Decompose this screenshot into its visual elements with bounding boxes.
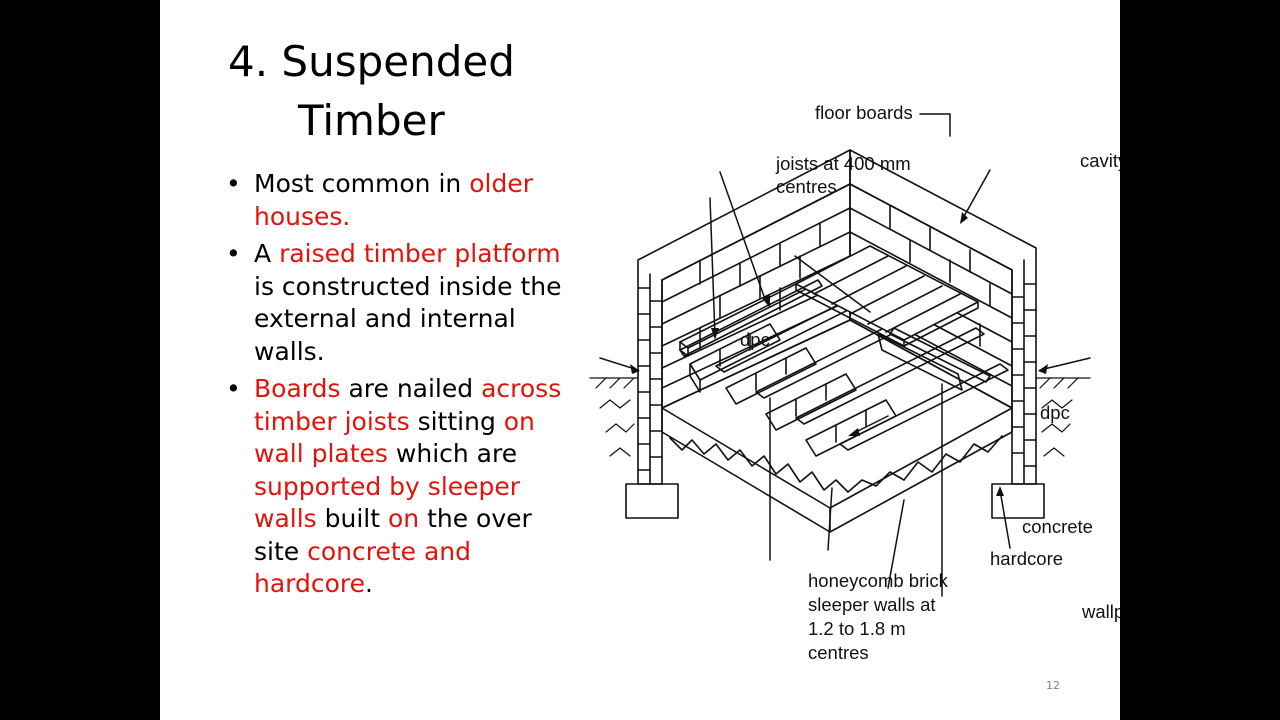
bullet-item: A raised timber platform is constructed … bbox=[220, 238, 570, 368]
wall-plates bbox=[679, 279, 991, 383]
title-line-1: 4. Suspended bbox=[228, 37, 515, 86]
emphasis-text: supported by sleeper walls bbox=[254, 471, 521, 534]
label-floor-boards: floor boards bbox=[815, 102, 913, 123]
slide-title: 4. Suspended Timber bbox=[228, 32, 515, 150]
bullet-text: A bbox=[254, 239, 280, 268]
bullet-text: Most common in bbox=[254, 169, 470, 198]
bullet-item: Most common in older houses. bbox=[220, 168, 570, 233]
ground-hatch bbox=[589, 377, 1091, 457]
slide: 4. Suspended Timber Most common in older… bbox=[160, 0, 1120, 720]
arrowheads bbox=[630, 212, 1048, 496]
bullet-item: Boards are nailed across timber joists s… bbox=[220, 373, 570, 601]
emphasis-text: on bbox=[388, 504, 420, 533]
bullet-text: built bbox=[316, 504, 388, 533]
bullet-text: which are bbox=[387, 439, 518, 468]
emphasis-text: on wall plates bbox=[254, 406, 535, 469]
label-concrete: concrete bbox=[1022, 516, 1093, 537]
label-joists-line2: centres bbox=[776, 176, 837, 197]
leader-lines bbox=[599, 113, 1091, 597]
suspended-timber-floor-diagram: floor boards joists at 400 mm centres ca… bbox=[589, 102, 1120, 663]
diagram-labels: floor boards joists at 400 mm centres ca… bbox=[740, 102, 1120, 663]
label-honeycomb-line1: honeycomb brick bbox=[808, 570, 949, 591]
bullet-text: are nailed bbox=[340, 374, 482, 403]
emphasis-text: older houses. bbox=[254, 169, 533, 231]
label-hardcore: hardcore bbox=[990, 548, 1063, 569]
page-number: 12 bbox=[1046, 679, 1060, 692]
bullet-text: . bbox=[365, 569, 373, 598]
bullet-list: Most common in older houses.A raised tim… bbox=[220, 168, 570, 606]
label-joists-line1: joists at 400 mm bbox=[775, 153, 911, 174]
label-dpc-inner: dpc bbox=[1040, 402, 1070, 423]
right-strip-foundation bbox=[991, 483, 1045, 519]
bullet-text: is constructed inside the external and i… bbox=[254, 271, 562, 366]
left-strip-foundation bbox=[625, 483, 679, 519]
emphasis-text: Boards bbox=[254, 374, 341, 403]
sleeper-walls bbox=[689, 323, 963, 457]
label-honeycomb-line2: sleeper walls at bbox=[808, 594, 936, 615]
emphasis-text: concrete and hardcore bbox=[254, 536, 472, 599]
emphasis-text: raised timber platform bbox=[279, 239, 561, 268]
title-line-2: Timber bbox=[298, 96, 445, 145]
floor-boards bbox=[795, 245, 979, 347]
bullet-text: the over site bbox=[254, 504, 532, 566]
bullet-text: sitting bbox=[409, 406, 504, 436]
label-cavity-wall: cavity wall bbox=[1080, 150, 1120, 171]
label-honeycomb-line3: 1.2 to 1.8 m bbox=[808, 618, 906, 639]
label-dpc-left: dpc bbox=[740, 329, 770, 350]
emphasis-text: across timber joists bbox=[254, 374, 562, 436]
label-honeycomb-line4: centres bbox=[808, 642, 869, 663]
